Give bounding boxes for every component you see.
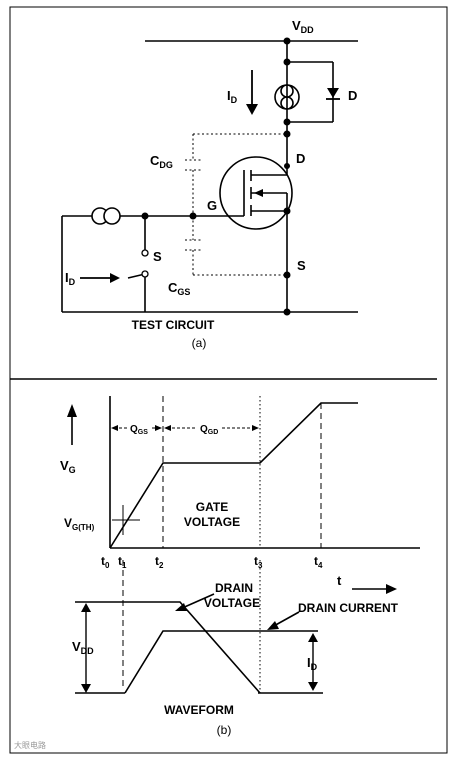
- mosfet-body: [219, 156, 293, 230]
- t0-label: t0: [101, 554, 110, 570]
- id-wave-label: ID: [307, 655, 318, 672]
- t2-label: t2: [155, 554, 164, 570]
- drain-label: D: [296, 151, 305, 166]
- t-axis-label: t: [337, 573, 342, 588]
- figure-border: [9, 6, 448, 754]
- gate-voltage-label-line2: VOLTAGE: [184, 515, 240, 529]
- qgs-label: QGS: [130, 424, 148, 436]
- id-left-label: ID: [65, 270, 76, 287]
- waveform-caption: (b): [217, 723, 232, 737]
- vdd-wave-label: VDD: [72, 639, 94, 656]
- diode-label: D: [348, 88, 357, 103]
- t3-label: t3: [254, 554, 263, 570]
- gate-label: G: [207, 198, 217, 213]
- vg-label: VG: [60, 458, 76, 475]
- drain-current-curve: [124, 630, 318, 694]
- test-circuit: [61, 40, 358, 313]
- source-label: S: [297, 258, 306, 273]
- circuit-title: TEST CIRCUIT: [132, 318, 215, 332]
- vgth-label: VG(TH): [64, 516, 95, 532]
- t4-label: t4: [314, 554, 323, 570]
- switch-label: S: [153, 249, 162, 264]
- gate-voltage-curve: [109, 402, 358, 549]
- qgd-label: QGD: [200, 424, 218, 436]
- parasitic-capacitors: [185, 133, 287, 276]
- waveform-title: WAVEFORM: [164, 703, 234, 717]
- cgs-label: CGS: [168, 280, 190, 297]
- cdg-label: CDG: [150, 153, 173, 170]
- vdd-label: VDD: [292, 18, 314, 35]
- gate-voltage-label-line1: GATE: [196, 500, 228, 514]
- t1-label: t1: [118, 554, 127, 570]
- drain-voltage-curve: [163, 601, 261, 694]
- drain-voltage-label-line2: VOLTAGE: [204, 596, 260, 610]
- watermark: 大眼电路: [14, 740, 46, 750]
- id-arrow-label: ID: [227, 88, 238, 105]
- drain-voltage-label-line1: DRAIN: [215, 581, 253, 595]
- diode-symbol: [327, 88, 339, 98]
- drain-current-label: DRAIN CURRENT: [298, 601, 399, 615]
- circuit-caption: (a): [192, 336, 207, 350]
